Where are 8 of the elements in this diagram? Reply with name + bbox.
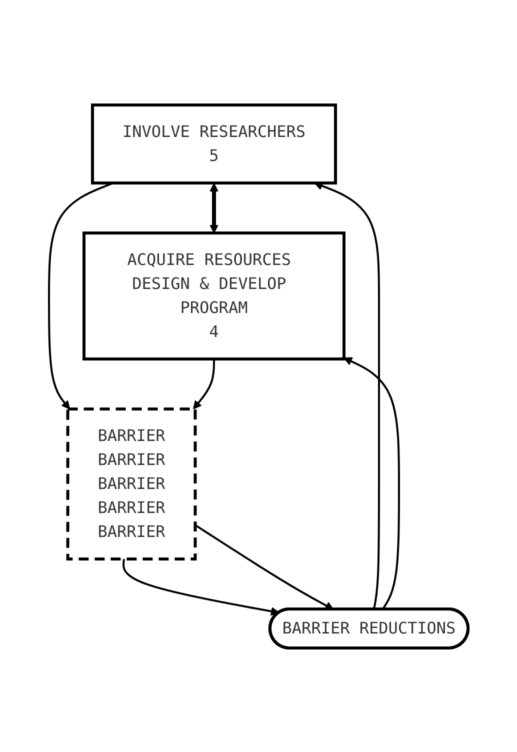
arrow [122,558,280,616]
node-box: BARRIER BARRIER BARRIER BARRIER BARRIER [66,407,197,560]
arrow [192,358,215,409]
arrow [210,182,218,233]
node-box: INVOLVE RESEARCHERS 5 [90,103,337,184]
node-box: ACQUIRE RESOURCES DESIGN & DEVELOP PROGRAM 4 [82,231,346,360]
arrow [48,182,114,409]
arrow [194,524,334,610]
